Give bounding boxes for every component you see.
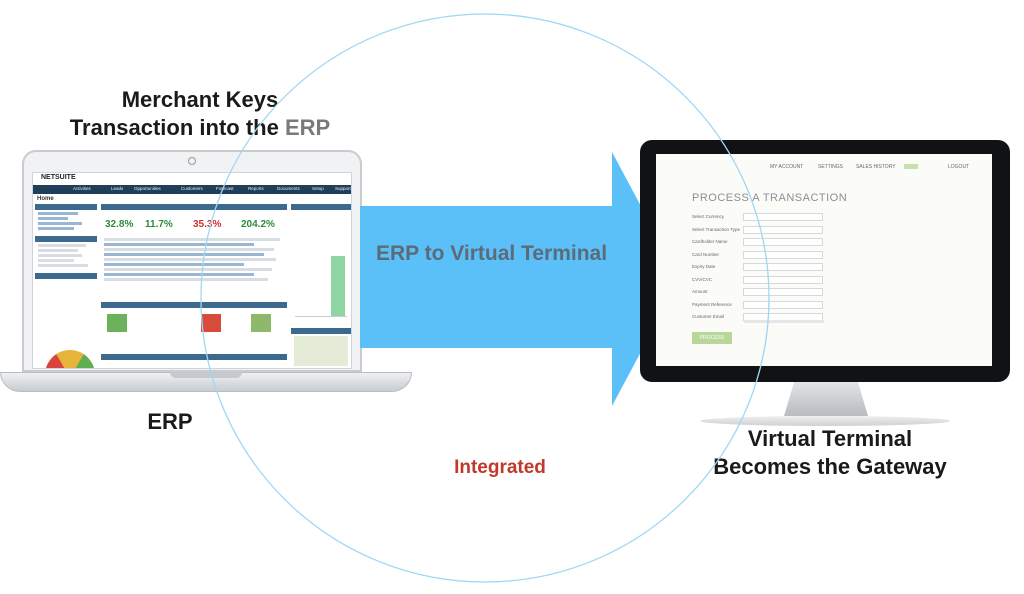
vt-field-label: Card Number (692, 251, 720, 257)
erp-panel-line (38, 217, 68, 220)
vt-field-input (743, 238, 823, 246)
erp-map (294, 336, 348, 366)
erp-cust-icon (251, 314, 271, 332)
erp-nav-item: Support (335, 186, 351, 191)
vt-field-input (743, 263, 823, 271)
erp-forecast-gauge (45, 350, 95, 368)
erp-panel-header (35, 273, 97, 279)
erp-nav-item: Forecast (216, 186, 234, 191)
erp-table-row (104, 248, 274, 251)
erp-kpi-2: 11.7% (145, 219, 173, 230)
erp-table-row (104, 253, 264, 256)
erp-panel-line (38, 212, 78, 215)
erp-panel-line (38, 254, 82, 257)
arrow-label: ERP to Virtual Terminal (376, 242, 608, 265)
erp-nav-item: Customers (181, 186, 203, 191)
merchant-keys-line2: Transaction into the ERP (30, 114, 370, 142)
erp-kpi-1: 32.8% (105, 219, 134, 230)
vt-field-label: Select Transaction Type (692, 226, 740, 232)
integrated-label: Integrated (454, 457, 546, 478)
merchant-keys-line2-highlight: ERP (284, 115, 331, 140)
vt-field-label: Expiry Date (692, 264, 716, 269)
erp-panel-header (35, 236, 97, 242)
erp-chart-header (291, 204, 351, 210)
vt-nav-logout: LOGOUT (948, 164, 970, 170)
erp-screen: NETSUITE Activities Leads Opportunities Cus… (32, 172, 352, 369)
vt-title: PROCESS A TRANSACTION (692, 192, 848, 204)
erp-table-row (104, 258, 276, 261)
erp-panel-line (38, 222, 82, 225)
erp-kpi-header (101, 204, 287, 210)
erp-nav-item: Leads (111, 186, 124, 191)
erp-table-row (104, 263, 244, 266)
laptop-notch (170, 372, 242, 378)
vt-process-button: PROCESS (692, 332, 732, 344)
vt-note (744, 320, 824, 323)
arrow-shape (360, 152, 680, 406)
vt-field-label: Amount (692, 289, 708, 294)
vt-nav-active (904, 164, 918, 169)
merchant-keys-line1: Merchant Keys (121, 87, 279, 112)
vt-field-label: Payment Reference (692, 301, 732, 307)
erp-middle-column: 32.8% 11.7% 35.3% 204.2% (101, 204, 287, 368)
erp-ops-icon (201, 314, 221, 332)
vt-heading: Virtual Terminal Becomes the Gateway (680, 425, 980, 481)
erp-table-row (104, 273, 254, 276)
erp-chart-axis (295, 316, 347, 317)
erp-panel-line (38, 249, 78, 252)
monitor-foot (700, 416, 950, 426)
erp-nav-item: Setup (312, 186, 324, 191)
monitor-stand (784, 382, 868, 416)
erp-map-header (291, 328, 351, 334)
erp-brand: NETSUITE (41, 174, 76, 181)
erp-panel-line (38, 227, 74, 230)
erp-left-column (35, 204, 97, 368)
erp-chart-area (331, 256, 345, 316)
merchant-keys-heading: Merchant Keys Transaction into the ERP (30, 86, 370, 142)
vt-field-label: Customer Email (692, 314, 725, 319)
erp-kpi-4: 204.2% (241, 219, 275, 230)
erp-panel-header (35, 204, 97, 210)
vt-nav-my-account: MY ACCOUNT (770, 164, 804, 170)
merchant-keys-line2-main: Transaction into the (69, 115, 285, 140)
erp-table-row (104, 278, 268, 281)
erp-kpi-3: 35.3% (193, 219, 222, 230)
vt-field-input (743, 275, 823, 284)
erp-nav-item: Reports (248, 186, 264, 191)
vt-field-label: CVV/CVC (692, 276, 713, 282)
vt-heading-line2: Becomes the Gateway (713, 454, 947, 479)
vt-field-input (743, 225, 823, 234)
erp-right-column (291, 204, 351, 368)
erp-nav-item: Activities (73, 186, 91, 191)
erp-table-row (104, 238, 280, 241)
vt-field-label: Select Currency (692, 214, 725, 219)
vt-field-input (743, 250, 823, 259)
erp-panel-line (38, 244, 86, 247)
erp-sales-header (101, 302, 287, 308)
erp-nav: Activities Leads Opportunities Customers For… (33, 185, 351, 194)
vt-nav-settings: SETTINGS (818, 164, 844, 170)
laptop-camera (188, 157, 196, 165)
erp-label: ERP (147, 409, 193, 434)
erp-nav-item: Opportunities (134, 186, 161, 191)
erp-table-row (104, 268, 272, 271)
erp-table-row (104, 243, 254, 246)
vt-screen: MY ACCOUNT SETTINGS SALES HISTORY LOGOUT… (656, 154, 992, 366)
erp-panel-line (38, 259, 74, 262)
erp-sales-icon (107, 314, 127, 332)
vt-field-input (743, 288, 823, 296)
vt-heading-line1: Virtual Terminal (747, 426, 913, 451)
erp-footer-header (101, 354, 287, 360)
erp-nav-item: Documents (277, 186, 300, 191)
vt-nav-sales-history: SALES HISTORY (856, 164, 896, 170)
erp-page-title: Home (37, 196, 54, 202)
erp-table (101, 236, 287, 283)
vt-field-input (743, 213, 823, 221)
vt-field-input (743, 300, 823, 309)
vt-field-label: Cardholder Name (692, 239, 728, 244)
erp-panel-line (38, 264, 88, 267)
